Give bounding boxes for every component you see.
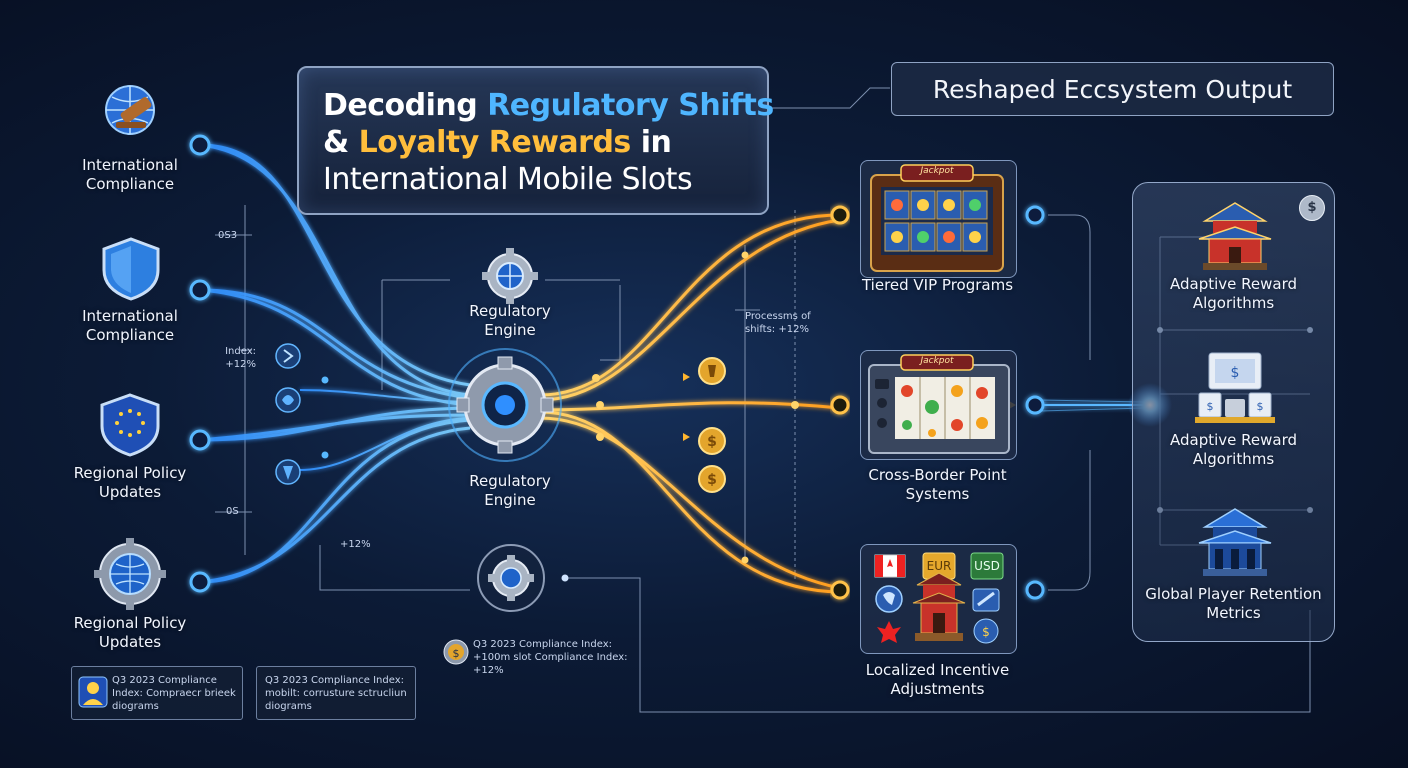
output-label-localized: Localized Incentive Adjustments — [865, 661, 1010, 698]
small-label-index: Index: +12% — [218, 345, 256, 371]
localized-icons: $ — [874, 552, 1004, 644]
gavel-globe-icon — [105, 85, 155, 135]
eu-shield-icon — [100, 393, 160, 457]
slot-screen-icon — [868, 354, 1010, 454]
output-label-cross-border: Cross-Border Point Systems — [868, 466, 1007, 503]
title-line-1: Decoding Regulatory Shifts — [323, 88, 774, 123]
jackpot-badge: Jackpot — [920, 356, 954, 366]
output-label-vip: Tiered VIP Programs — [861, 276, 1014, 294]
input-label-4: Regional Policy Updates — [73, 614, 187, 651]
engine-gear-icon-main — [448, 348, 562, 462]
shield-icon — [102, 237, 160, 301]
svg-text:$: $ — [453, 647, 460, 660]
output-header: Reshaped Eccsystem Output — [932, 75, 1293, 104]
title-text: in — [630, 125, 672, 160]
engine-label-top: Regulatory Engine — [469, 302, 551, 339]
title-line-3: International Mobile Slots — [323, 162, 693, 197]
small-label-0s3: 0S3 — [218, 230, 238, 241]
title-highlight: Loyalty Rewards — [358, 125, 632, 160]
ecosystem-panel: $ Adaptive Reward Algorithms $ $ $ Adapt… — [1132, 182, 1335, 642]
note-text-2: Q3 2023 Compliance Index: mobilt: corrus… — [265, 675, 407, 712]
small-label-0s: 0S — [226, 506, 239, 517]
process-value: shifts: +12% — [745, 324, 809, 335]
output-panel-localized: $ EUR USD — [860, 544, 1017, 654]
canada-flag-icon — [874, 554, 906, 578]
title-highlight: Regulatory Shifts — [487, 88, 774, 123]
process-label: Processms of shifts: +12% — [745, 310, 835, 336]
note-text-3: Q3 2023 Compliance Index: +100m slot Com… — [473, 639, 628, 676]
kiosk-icon: $ $ $ — [1195, 352, 1275, 423]
user-badge-icon — [78, 676, 108, 708]
process-text: Processms of — [745, 311, 811, 322]
temple-icon — [1198, 508, 1272, 576]
usd-badge: USD — [974, 559, 1000, 573]
note-box-2: Q3 2023 Compliance Index: mobilt: corrus… — [256, 666, 416, 720]
svg-text:$: $ — [1207, 400, 1214, 413]
title-panel: Decoding Regulatory Shifts & Loyalty Rew… — [297, 66, 774, 215]
input-label-2: International Compliance — [82, 307, 178, 344]
right-label-1: Adaptive Reward Algorithms — [1169, 275, 1298, 312]
gear-coin-icon: $ — [443, 639, 469, 665]
title-text: & — [323, 125, 359, 160]
svg-text:$: $ — [1257, 400, 1264, 413]
coin-icons: $$ — [698, 357, 726, 493]
title-text: Decoding — [323, 88, 488, 123]
note-box-1: Q3 2023 Compliance Index: Compraecr brie… — [71, 666, 243, 720]
output-header-box: Reshaped Eccsystem Output — [891, 62, 1334, 116]
svg-text:$: $ — [982, 625, 990, 639]
engine-label-main: Regulatory Engine — [469, 472, 551, 509]
dollar-badge: $ — [1299, 195, 1325, 221]
slot-machine-icon — [870, 164, 1004, 272]
globe-gear-icon — [94, 538, 166, 610]
svg-text:$: $ — [707, 472, 717, 488]
pagoda-icon — [1198, 202, 1272, 270]
output-panel-cross-border: Jackpot — [860, 350, 1017, 460]
right-label-2: Adaptive Reward Algorithms — [1169, 431, 1298, 468]
index-text: Index: — [225, 346, 256, 357]
eur-badge: EUR — [926, 559, 952, 573]
title-line-2: & Loyalty Rewards in — [323, 125, 672, 160]
input-label-1: International Compliance — [82, 156, 178, 193]
engine-gear-icon-top — [482, 248, 538, 304]
small-label-pct: +12% — [340, 539, 371, 550]
engine-gear-icon-bottom — [477, 544, 545, 612]
output-panel-vip: Jackpot — [860, 160, 1017, 278]
input-label-3: Regional Policy Updates — [73, 464, 187, 501]
token-icons — [275, 343, 301, 485]
index-value: +12% — [225, 359, 256, 370]
right-label-3: Global Player Retention Metrics — [1145, 585, 1322, 622]
svg-text:$: $ — [707, 434, 717, 450]
note-text-1: Q3 2023 Compliance Index: Compraecr brie… — [112, 675, 236, 712]
svg-text:$: $ — [1231, 365, 1240, 381]
jackpot-badge: Jackpot — [920, 166, 954, 176]
